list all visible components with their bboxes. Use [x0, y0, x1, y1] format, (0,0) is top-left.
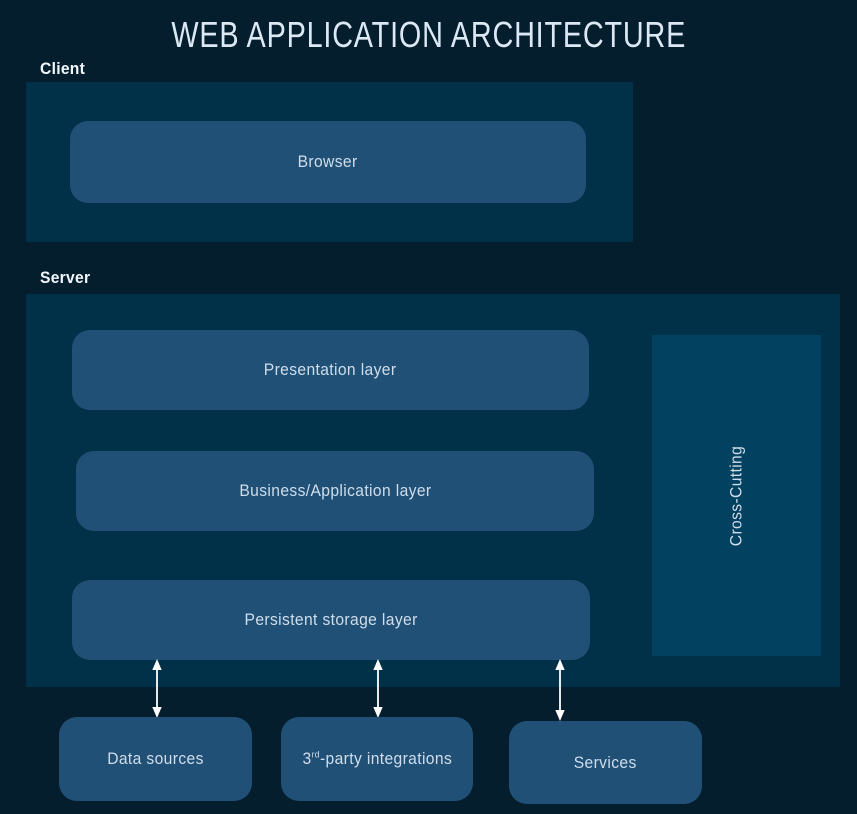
data-sources-label: Data sources: [107, 749, 204, 768]
client-section-label: Client: [40, 59, 86, 78]
page-title-text: WEB APPLICATION ARCHITECTURE: [171, 14, 686, 55]
presentation-layer-label: Presentation layer: [264, 360, 397, 379]
business-application-layer-box: Business/Application layer: [76, 451, 594, 531]
bidirectional-arrow-icon: [371, 659, 385, 718]
services-label: Services: [574, 752, 637, 772]
browser-box: Browser: [70, 121, 586, 203]
presentation-layer-box: Presentation layer: [72, 330, 589, 410]
third-party-integrations-label: 3rd-party integrations: [302, 749, 452, 768]
cross-cutting-box: Cross-Cutting: [652, 335, 821, 656]
browser-label: Browser: [298, 152, 358, 171]
server-section-label: Server: [40, 268, 91, 287]
bidirectional-arrow-icon: [553, 659, 567, 721]
business-application-layer-label: Business/Application layer: [238, 481, 432, 500]
third-party-integrations-box: 3rd-party integrations: [281, 717, 473, 801]
page-title: WEB APPLICATION ARCHITECTURE: [0, 14, 857, 56]
services-box: Services: [509, 721, 702, 804]
persistent-storage-layer-label: Persistent storage layer: [244, 610, 418, 629]
cross-cutting-label: Cross-Cutting: [726, 445, 746, 546]
bidirectional-arrow-icon: [150, 659, 164, 718]
data-sources-box: Data sources: [59, 717, 252, 801]
persistent-storage-layer-box: Persistent storage layer: [72, 580, 590, 660]
